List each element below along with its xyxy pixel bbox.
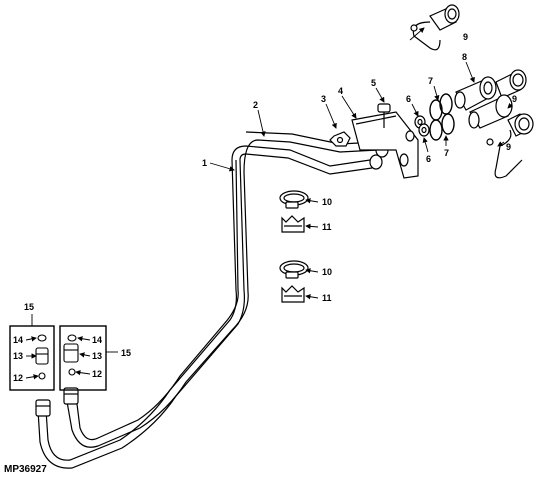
kit-left-parts (35, 334, 49, 380)
washers (414, 115, 430, 137)
callout-9-top: 9 (463, 32, 468, 42)
clip-upper (281, 215, 305, 233)
callout-9-middle: 9 (512, 94, 517, 104)
dust-cap-top (410, 4, 460, 51)
callout-5: 5 (371, 78, 376, 88)
hose-clamp-lower (279, 260, 309, 279)
callout-8: 8 (462, 52, 467, 62)
mounting-bracket (351, 111, 419, 179)
callout-13-right: 13 (92, 351, 102, 361)
line-end-fitting-right (63, 387, 79, 405)
callout-4: 4 (338, 86, 343, 96)
callout-6-upper: 6 (406, 94, 411, 104)
callout-7-lower: 7 (444, 148, 449, 158)
bolt (377, 103, 391, 128)
clip-lower (281, 285, 305, 303)
callout-15-left: 15 (24, 302, 34, 312)
callout-6-lower: 6 (426, 154, 431, 164)
callout-7-upper: 7 (428, 76, 433, 86)
dust-cap-bottom (486, 129, 523, 179)
fitting-kit-box-right (59, 325, 107, 391)
hose-clamp-upper (279, 190, 309, 209)
leader-lines (25, 27, 514, 380)
callout-1: 1 (202, 158, 207, 168)
kit-right-parts (63, 334, 79, 376)
callout-2: 2 (253, 100, 258, 110)
callout-15-right: 15 (121, 348, 131, 358)
nut (329, 131, 351, 147)
callout-3: 3 (321, 94, 326, 104)
quick-coupler-lower (468, 94, 534, 137)
callout-12-right: 12 (92, 369, 102, 379)
quick-coupler-upper (454, 69, 527, 111)
callout-13-left: 13 (13, 351, 23, 361)
line-end-fitting-left (35, 399, 51, 417)
callout-9-bottom: 9 (506, 142, 511, 152)
hydraulic-line-1 (37, 145, 373, 469)
callout-14-right: 14 (92, 335, 102, 345)
callout-14-left: 14 (13, 335, 23, 345)
callout-11-upper: 11 (322, 222, 332, 232)
figure-code: MP36927 (4, 464, 47, 475)
callout-12-left: 12 (13, 373, 23, 383)
callout-10-upper: 10 (322, 197, 332, 207)
callout-11-lower: 11 (322, 293, 332, 303)
o-rings (429, 93, 455, 141)
hydraulic-line-2 (65, 131, 379, 448)
callout-10-lower: 10 (322, 267, 332, 277)
